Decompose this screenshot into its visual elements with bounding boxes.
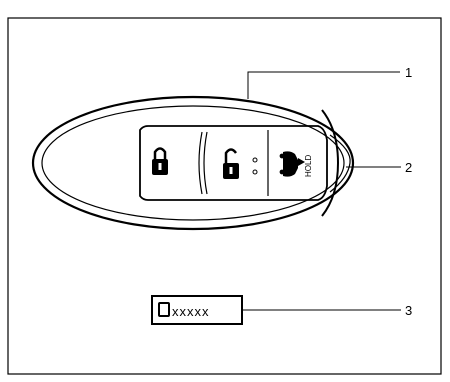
id-code-label: xxxxx: [151, 295, 243, 325]
hold-label: HOLD: [304, 155, 313, 177]
id-code-text: xxxxx: [172, 304, 210, 319]
mechanical-key-inner: [329, 134, 351, 193]
button-divider-1: [198, 131, 203, 195]
button-divider-1b: [203, 131, 208, 195]
unlock-icon[interactable]: [223, 148, 258, 180]
callout-1-leader: [247, 71, 400, 99]
lock-icon[interactable]: [152, 147, 168, 176]
fob-inner-shell: [41, 105, 345, 221]
mechanical-key-edge: [321, 109, 340, 217]
fob-outer-shell: [31, 95, 355, 231]
callout-3-label: 3: [405, 303, 412, 318]
diagram-border: [7, 17, 442, 375]
callout-1-label: 1: [405, 65, 412, 80]
button-panel: [139, 125, 328, 201]
callout-2-label: 2: [405, 160, 412, 175]
trunk-icon[interactable]: [279, 151, 305, 177]
